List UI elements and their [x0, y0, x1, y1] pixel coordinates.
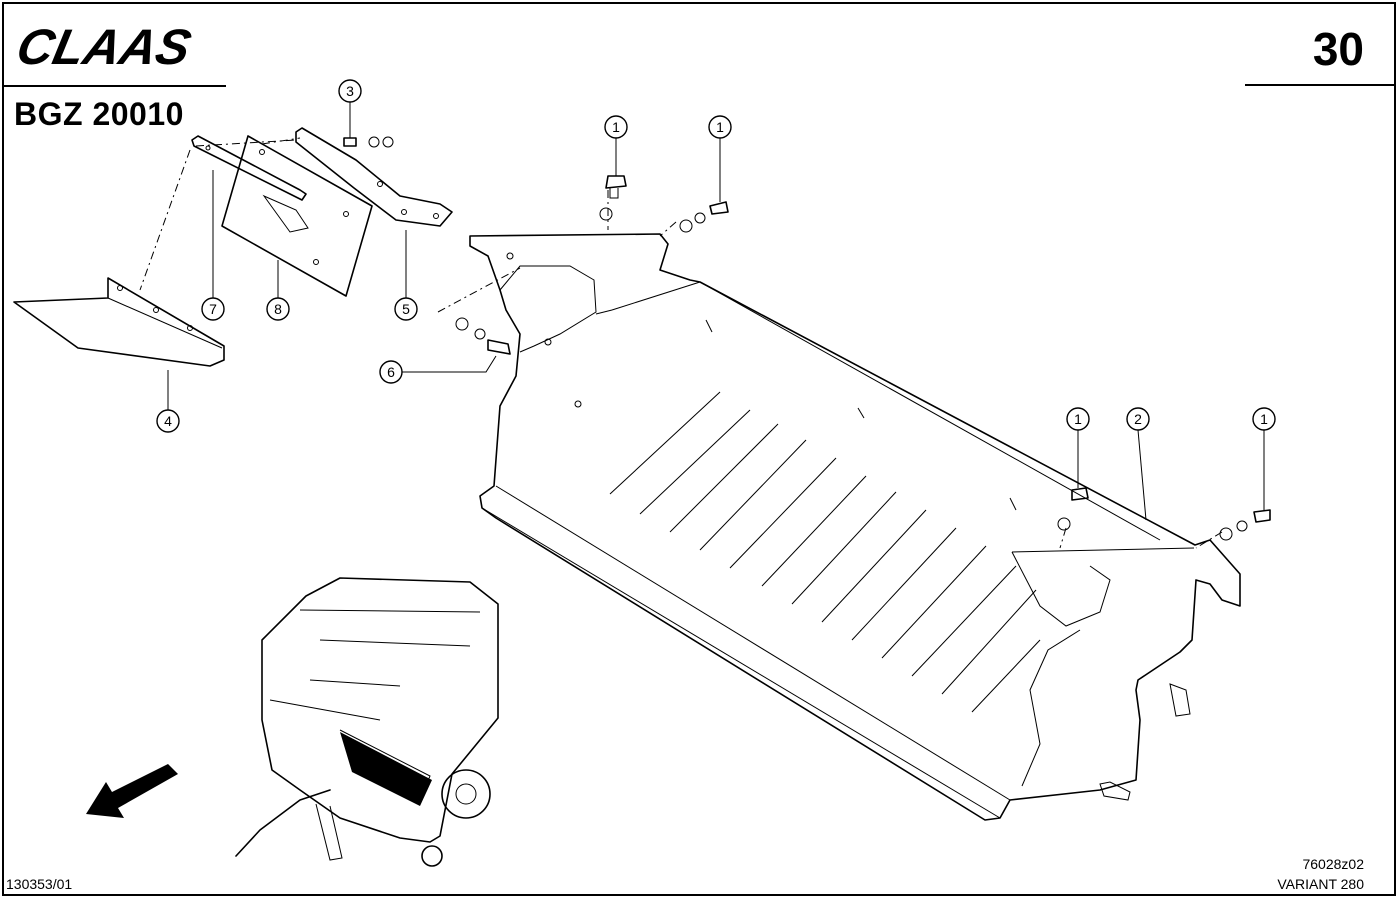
- callout-7: 7: [201, 297, 225, 321]
- part-8-cover-plate: [221, 135, 373, 297]
- claas-logo: CLAAS: [14, 19, 196, 73]
- callout-4: 4: [156, 409, 180, 433]
- svg-text:1: 1: [1260, 411, 1268, 427]
- part-5-bracket: [295, 127, 453, 227]
- svg-text:8: 8: [274, 301, 282, 317]
- assembly-group-code: BGZ 20010: [14, 96, 184, 132]
- callout-2: 2: [1126, 407, 1150, 431]
- page-number-underline: [1245, 84, 1395, 86]
- part-6-bolt-washer-nut: [455, 317, 511, 355]
- part-1-hardware-right-side: [1219, 509, 1271, 541]
- part-2-trough: [469, 233, 1241, 821]
- callout-1: 1: [1252, 407, 1276, 431]
- svg-text:1: 1: [612, 119, 620, 135]
- callout-5: 5: [394, 297, 418, 321]
- trough-fingers: [609, 391, 1041, 713]
- svg-text:CLAAS: CLAAS: [14, 19, 196, 73]
- callout-1: 1: [1066, 407, 1090, 431]
- baler-overview-illustration: [235, 577, 499, 867]
- svg-text:1: 1: [1074, 411, 1082, 427]
- callout-6: 6: [379, 360, 403, 384]
- svg-text:7: 7: [209, 301, 217, 317]
- part-1-hardware-right-top: [1057, 487, 1089, 531]
- svg-text:5: 5: [402, 301, 410, 317]
- brand-underline: [4, 85, 226, 87]
- page-number: 30: [1312, 23, 1364, 75]
- document-number: 130353/01: [6, 876, 73, 892]
- callout-1: 1: [708, 115, 732, 139]
- svg-text:3: 3: [346, 83, 354, 99]
- callout-3: 3: [338, 79, 362, 103]
- part-3-bolt-washer-nut: [343, 136, 394, 148]
- part-4-deflector-plate: [13, 277, 225, 367]
- svg-text:6: 6: [387, 364, 395, 380]
- svg-text:2: 2: [1134, 411, 1142, 427]
- svg-text:4: 4: [164, 413, 172, 429]
- callout-1: 1: [604, 115, 628, 139]
- callout-8: 8: [266, 297, 290, 321]
- part-1-hardware-upper-left: [599, 175, 627, 221]
- svg-text:1: 1: [716, 119, 724, 135]
- travel-direction-arrow-icon: [86, 764, 178, 818]
- variant-label: VARIANT 280: [1277, 876, 1364, 892]
- part-7-strip: [191, 135, 307, 201]
- part-1-hardware-upper-right: [679, 201, 729, 233]
- drawing-id: 76028z02: [1302, 856, 1364, 872]
